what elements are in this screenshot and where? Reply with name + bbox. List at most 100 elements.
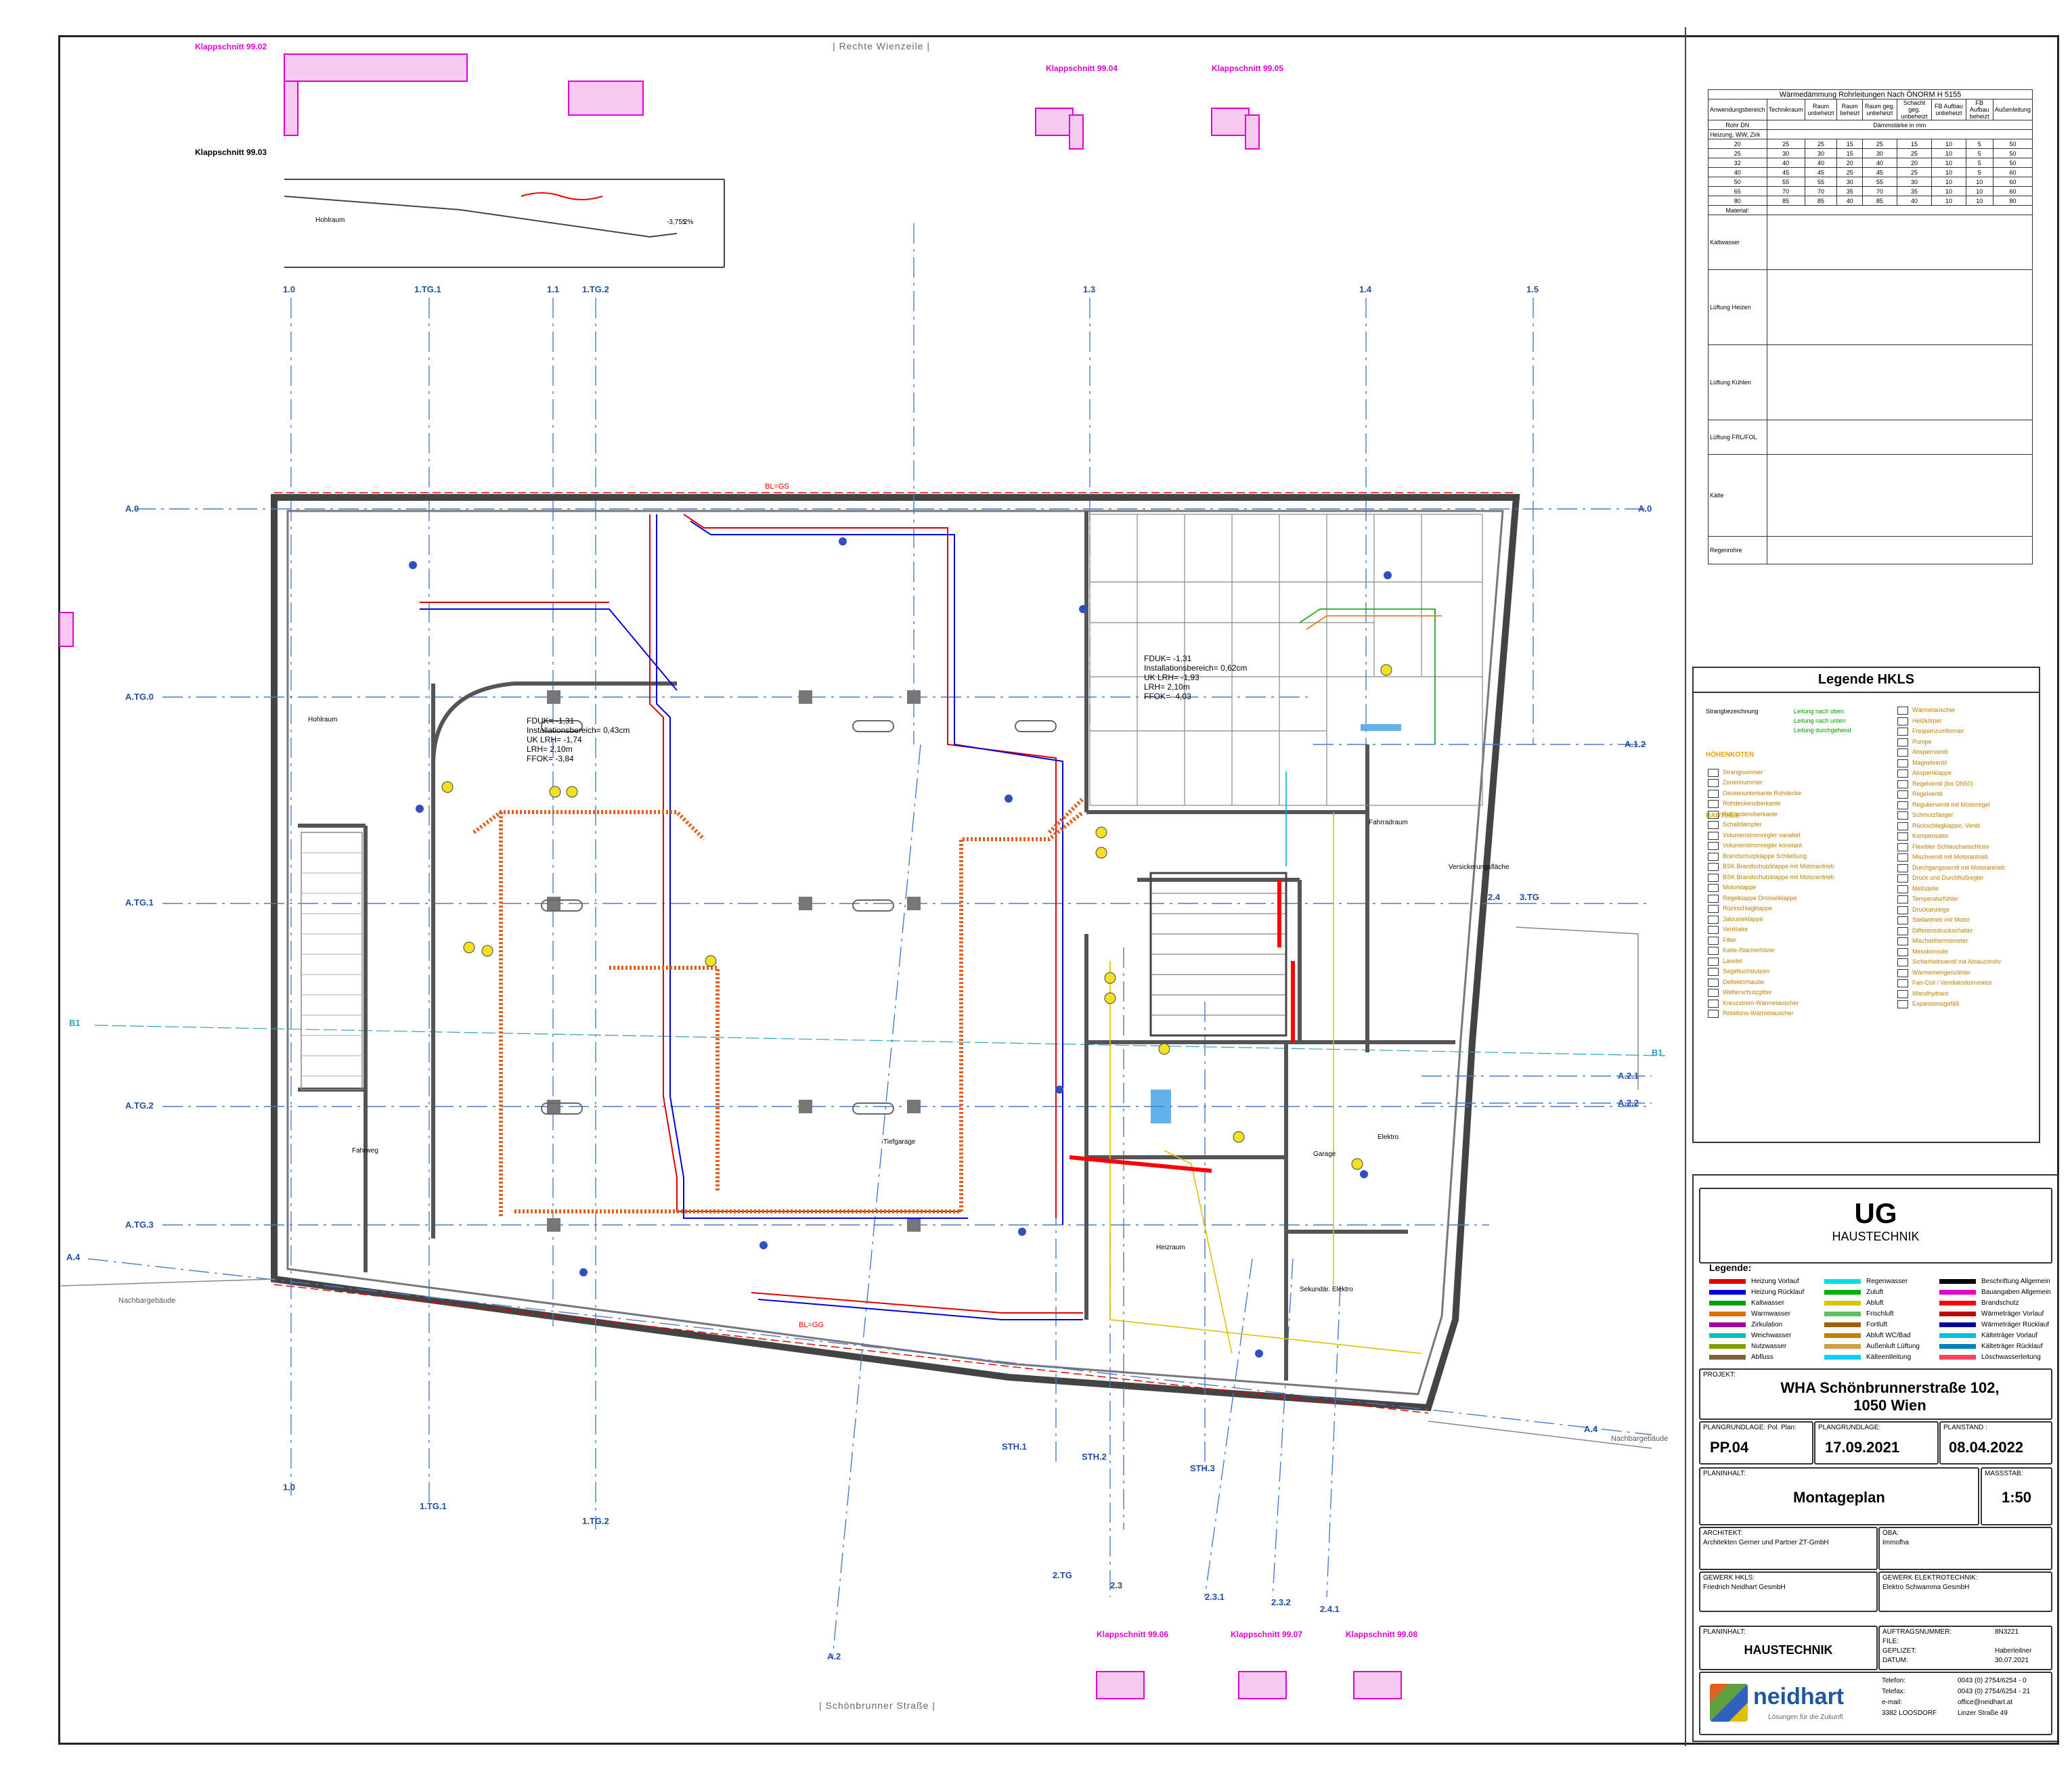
grid-label: B1 [69,1018,81,1028]
legend-symbol-icon [1897,769,1908,778]
legend-item: Druck und Durchflußregler [1912,874,1984,881]
room-name: Hohlraum [308,716,338,723]
line-swatch [1939,1290,1976,1295]
legend-symbol-icon [1897,801,1908,809]
company-name: neidhart [1753,1684,1845,1710]
legend-item: Rückschlagklappe, Ventil [1912,822,1981,829]
legend-item: Mischventil mit Motorantrieb [1912,853,1989,860]
legend-symbol-icon [1897,979,1908,987]
legend-symbol-icon [1897,749,1908,757]
line-legend-item: Beschriftung Allgemein [1939,1278,2050,1285]
legend-symbol-icon [1897,864,1908,872]
legend-item: Temperaturfühler [1912,895,1959,902]
legend-symbol-icon [1897,790,1908,799]
legend-item: Durchgangsventil mit Motorantrieb [1912,864,2006,871]
legend-symbol-icon [1897,811,1908,820]
legend-item: Schalldämpfer [1723,821,1762,828]
grid-label: 1.3 [1083,284,1096,294]
legend-symbol-icon [1708,894,1719,903]
legend-section: HÖHENKOTEN [1706,751,1755,759]
line-swatch [1939,1312,1976,1316]
legend-symbol-icon [1708,789,1719,798]
legend-symbol-icon [1897,1000,1908,1008]
street-top: | Rechte Wienzeile | [833,41,930,51]
legend-item: Pumpe [1912,738,1932,745]
planstand-box: PLANSTAND : 08.04.2022 [1939,1421,2052,1465]
plangrundlage-box: PLANGRUNDLAGE: 17.09.2021 [1814,1421,1939,1465]
legend-item: Flexibler Schlauchanschluss [1912,843,1989,850]
line-swatch [1709,1355,1746,1360]
room-name: Nachbargebäude [118,1297,176,1305]
legend-item: Rotations-Wärmetauscher [1723,1010,1794,1016]
line-swatch [1709,1312,1746,1316]
table-caption: Wärmedämmung Rohrleitungen Nach ÖNORM H … [1708,89,2033,99]
grid-label: A.4 [1584,1424,1598,1434]
legend-symbol-icon [1708,1010,1719,1018]
legend-item: Regelventil [1912,790,1943,797]
line-legend-item: Abluft [1824,1299,1884,1307]
grid-label: A.TG.2 [125,1100,154,1111]
legend-item: Absperrventil [1912,749,1948,755]
legend-item: Kreuzstrom-Wärmetauscher [1723,999,1799,1006]
line-swatch [1939,1301,1976,1305]
legend-symbol-icon [1708,852,1719,861]
legend-symbol-icon [1897,853,1908,862]
grid-label: A.0 [1638,504,1652,514]
section-label: Klappschnitt 99.03 [195,148,267,157]
legend-symbol-icon [1897,968,1908,977]
boundary-label: BL=GS [765,483,789,491]
grid-label: 2.4.1 [1320,1604,1340,1614]
legend-symbol-icon [1897,738,1908,746]
line-legend-item: Heizung Vorlauf [1709,1278,1799,1285]
project-name: WHA Schönbrunnerstraße 102, 1050 Wien [1780,1379,2000,1414]
grid-label: A.2.1 [1618,1071,1639,1081]
line-swatch [1939,1322,1976,1327]
room-name: Fahrradraum [1369,819,1408,826]
line-swatch [1824,1355,1861,1360]
grid-label: 2.TG [1053,1570,1072,1580]
legend-symbol-icon [1708,999,1719,1008]
grid-label: 2.3 [1110,1580,1123,1590]
architekt-box: ARCHITEKT: Architekten Gerner und Partne… [1699,1527,1878,1570]
legend-symbol-icon [1708,968,1719,976]
planinhalt-box: PLANINHALT: Montageplan [1699,1467,1979,1525]
legend-symbol-icon [1897,885,1908,893]
grid-label: 1.5 [1526,284,1539,294]
legend-symbol-icon [1708,873,1719,882]
grid-label: A.TG.1 [125,897,154,908]
legend-item: Stellantrieb mit Motor [1912,916,1970,923]
legend-symbol-icon [1897,947,1908,956]
legend-item: Deflektorhaube [1723,978,1765,985]
legend-item: Rohdeckenoberkante [1723,800,1781,807]
grid-label: A.2.2 [1618,1098,1639,1108]
grid-label: STH.3 [1190,1463,1215,1473]
legend-item: BSK Brandschutzklappe mit Motorantrieb [1723,873,1834,880]
legend-item: Regulierventil mit Motorregel [1912,801,1990,808]
legend-item: Brandschutzklappe Schließung [1723,852,1807,859]
legend-section: BAUTEILE [1706,812,1740,820]
legend-title: Legende HKLS [1694,668,2039,693]
grid-label: A.1.2 [1625,739,1646,749]
legend-symbol-icon [1897,717,1908,725]
legend-symbol-icon [1708,978,1719,987]
section-label: Klappschnitt 99.06 [1097,1630,1169,1639]
title-block [1692,1174,2059,1742]
line-legend-item: Brandschutz [1939,1299,2019,1307]
massstab-box: MASSSTAB: 1:50 [1981,1467,2052,1525]
legend-item: Kompensator [1912,832,1949,839]
line-swatch [1709,1279,1746,1284]
line-legend-item: Wärmeträger Vorlauf [1939,1310,2044,1318]
legend-symbol-icon [1897,916,1908,924]
legend-hkls: Legende HKLS [1692,667,2040,1143]
legend-symbol-icon [1897,707,1908,715]
line-swatch [1709,1344,1746,1349]
line-swatch [1939,1279,1976,1284]
legend-item: Kalte-/Nacherhitzer [1723,947,1776,954]
legend-item: BSK Brandschutzklappe mit Motorantrieb [1723,863,1834,870]
legend-symbol-icon [1897,822,1908,830]
legend-item: Fan-Coil / Ventilatorkonvektor [1912,979,1993,986]
